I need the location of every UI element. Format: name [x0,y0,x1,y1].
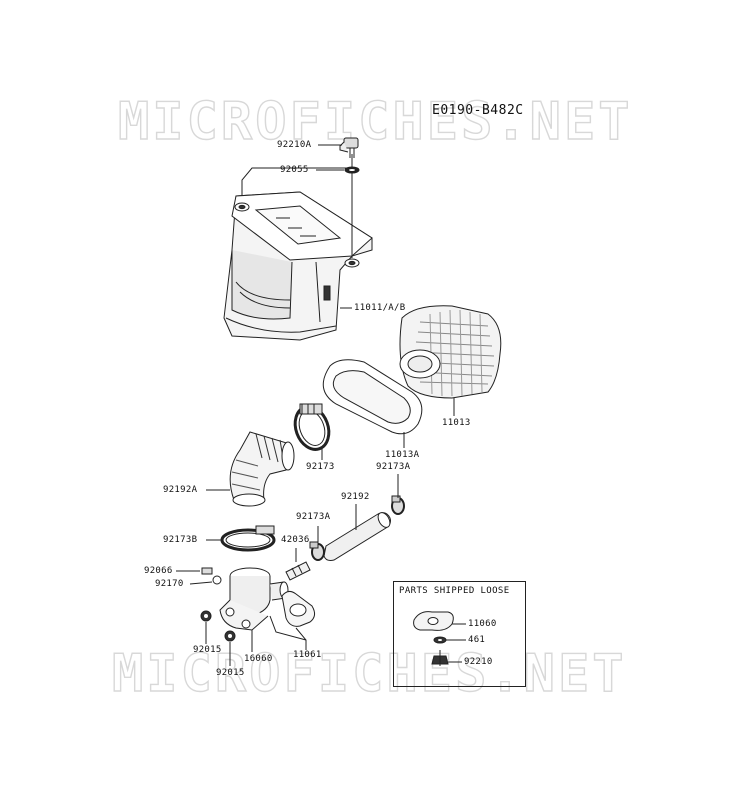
part-label-92015-b[interactable]: 92015 [216,668,245,678]
breather-hose [323,512,391,561]
part-label-11060[interactable]: 11060 [468,619,497,629]
part-label-11013[interactable]: 11013 [442,418,471,428]
part-label-92192[interactable]: 92192 [341,492,370,502]
clamp-92173B [220,525,276,552]
part-label-92066[interactable]: 92066 [144,566,173,576]
parts-shipped-loose-box [393,581,526,687]
part-label-92015-a[interactable]: 92015 [193,645,222,655]
watermark-bottom: MICROFICHES.NET [111,643,627,704]
part-label-11061[interactable]: 11061 [293,650,322,660]
part-label-42036[interactable]: 42036 [281,535,310,545]
gasket-11061 [281,590,316,627]
pre-cleaner [322,359,423,435]
part-label-92173A-mid[interactable]: 92173A [296,512,331,522]
part-label-92210A[interactable]: 92210A [277,140,312,150]
watermark-top: MICROFICHES.NET [117,91,633,152]
air-cleaner-housing [223,191,373,341]
part-label-11011[interactable]: 11011/A/B [354,303,406,313]
clamp-92173 [293,403,331,451]
elbow-hose [229,431,295,507]
parts-shipped-loose-title: PARTS SHIPPED LOOSE [399,586,510,596]
part-label-92210[interactable]: 92210 [464,657,493,667]
inlet-pipe [219,567,289,631]
part-label-11013A[interactable]: 11013A [385,450,420,460]
part-label-461[interactable]: 461 [468,635,486,645]
part-label-92170[interactable]: 92170 [155,579,184,589]
part-label-92055[interactable]: 92055 [280,165,309,175]
diagram-code: E0190-B482C [432,103,524,118]
loose-parts [413,611,454,666]
clamp-92173A-upper [391,495,405,515]
filter-element [399,305,502,399]
part-label-92173A-top[interactable]: 92173A [376,462,411,472]
part-label-16060[interactable]: 16060 [244,654,273,664]
knob-92210A [339,137,359,158]
fitting-42036 [285,561,311,581]
clamp-92173A-lower [309,541,325,561]
part-label-92173B[interactable]: 92173B [163,535,198,545]
part-label-92173[interactable]: 92173 [306,462,335,472]
part-label-92192A[interactable]: 92192A [163,485,198,495]
